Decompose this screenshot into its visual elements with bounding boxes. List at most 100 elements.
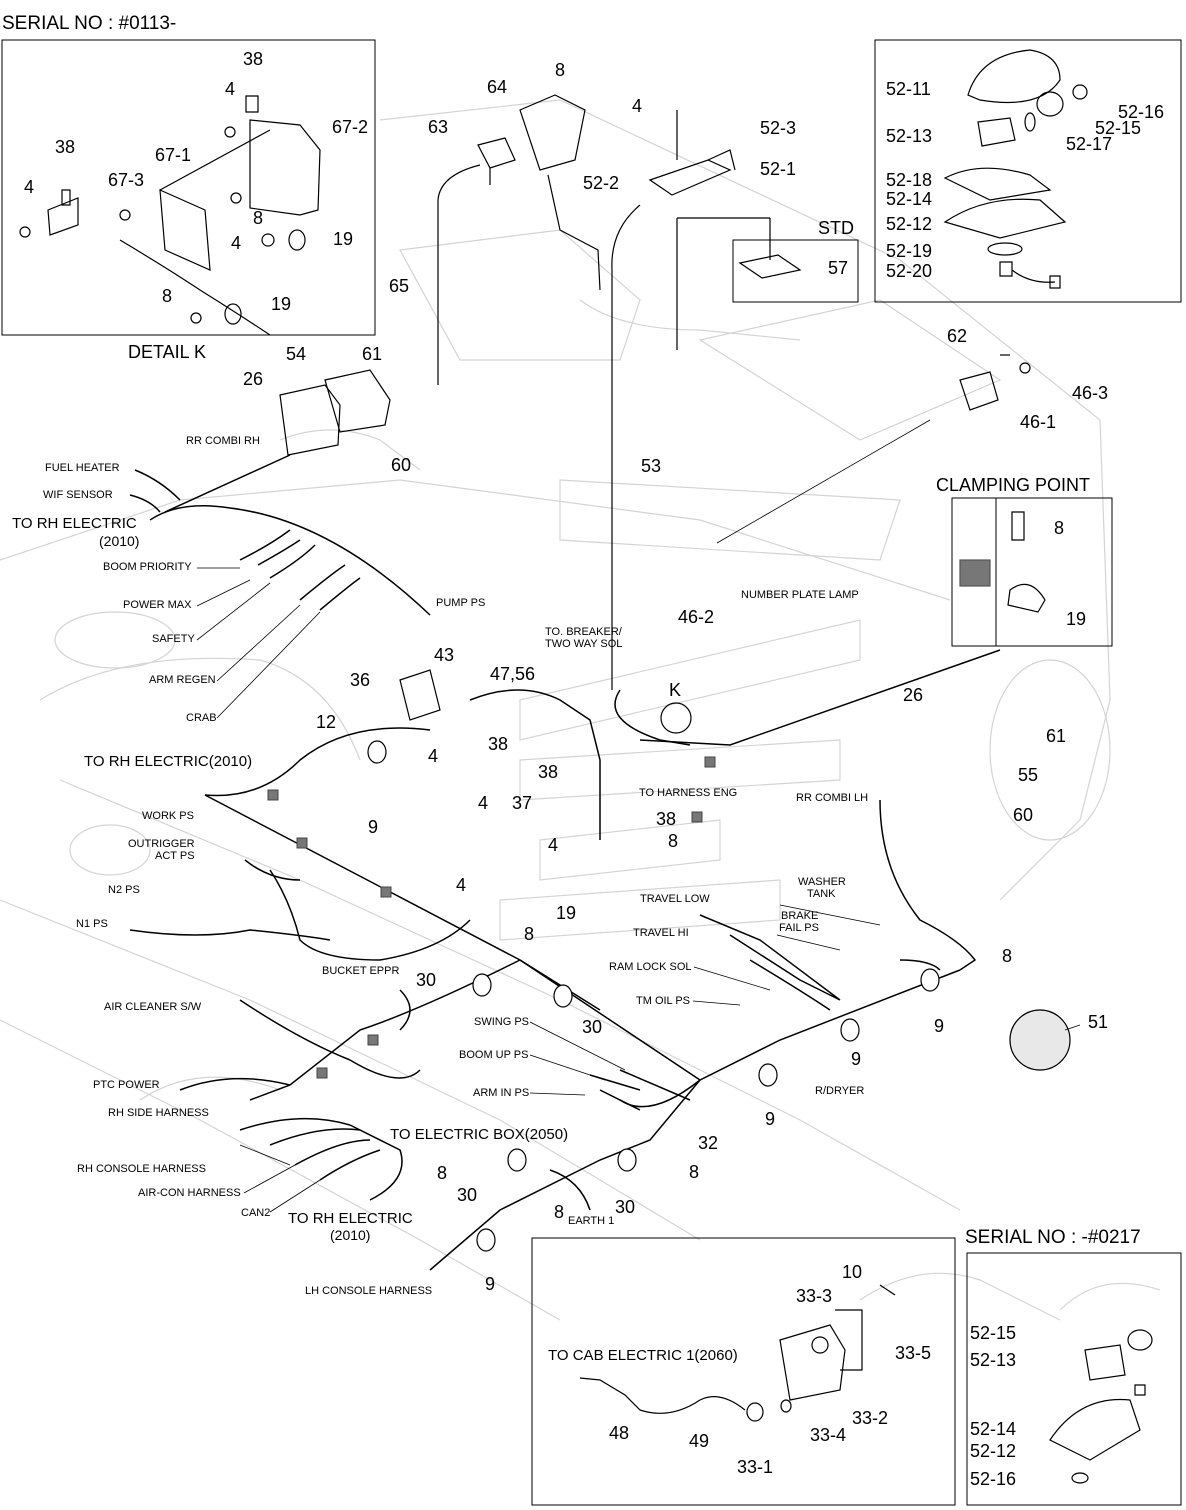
lamp-parts-box [874, 39, 1182, 303]
harness-label: TO. BREAKER/ [545, 626, 622, 638]
part-number: 19 [556, 903, 577, 923]
part-number: 12 [316, 712, 337, 732]
harness-label: TO RH ELECTRIC [288, 1210, 413, 1227]
harness-label: TO RH ELECTRIC(2010) [84, 753, 253, 770]
part-number: 52-14 [970, 1419, 1017, 1439]
part-number: 30 [416, 970, 437, 990]
part-number: 52-13 [886, 126, 933, 146]
harness-label: WIF SENSOR [43, 489, 113, 501]
panel-borders [1, 39, 1182, 1506]
harness-clamps [367, 669, 1071, 1252]
cab-drawing [579, 1284, 896, 1422]
part-number: 57 [828, 258, 849, 278]
part-number: 52-1 [760, 159, 797, 179]
part-number: 46-3 [1072, 383, 1109, 403]
harness-label: RR COMBI LH [796, 792, 869, 804]
part-number: 30 [615, 1197, 636, 1217]
part-number: 52-12 [886, 214, 933, 234]
harness-label: POWER MAX [123, 599, 192, 611]
part-number: 4 [548, 835, 559, 855]
part-number: 4 [231, 233, 242, 253]
harness-label: ACT PS [155, 850, 195, 862]
part-number: 52-16 [1118, 102, 1165, 122]
part-number: 60 [391, 455, 412, 475]
part-number: 8 [668, 831, 679, 851]
harness-label: ARM IN PS [473, 1087, 530, 1099]
harness-label: (2010) [99, 533, 140, 549]
harness-label: TO HARNESS ENG [639, 787, 738, 799]
part-number: 33-1 [737, 1457, 774, 1477]
part-number: 60 [1013, 805, 1034, 825]
clamp-marker [959, 559, 991, 587]
part-number: 26 [903, 685, 924, 705]
part-number: 8 [555, 60, 566, 80]
part-number: 4 [428, 746, 439, 766]
harness-label: TO ELECTRIC BOX(2050) [390, 1126, 569, 1143]
part-number: 52-18 [886, 170, 933, 190]
detail-k-label: DETAIL K [128, 342, 207, 362]
harness-label: ARM REGEN [149, 674, 216, 686]
part-number: 38 [488, 734, 509, 754]
part-number: 52-12 [970, 1441, 1017, 1461]
leader-lines [196, 419, 1081, 1213]
part-number: 67-2 [332, 117, 369, 137]
part-number: 47,56 [490, 664, 536, 684]
harness-label: TM OIL PS [636, 995, 690, 1007]
harness-label: RAM LOCK SOL [609, 961, 692, 973]
top-parts-drawing [279, 94, 1031, 690]
clamp-markers [267, 756, 716, 1079]
part-number: 52-14 [886, 189, 933, 209]
part-number: 8 [554, 1202, 565, 1222]
part-number: 26 [243, 369, 264, 389]
std-box [732, 239, 859, 303]
harness-label: LH CONSOLE HARNESS [305, 1285, 433, 1297]
harness-label: CAN2 [241, 1207, 271, 1219]
part-number: 52-16 [970, 1469, 1017, 1489]
harness-label: BOOM PRIORITY [103, 561, 192, 573]
harness-label: FAIL PS [779, 922, 819, 934]
part-number: 49 [689, 1431, 710, 1451]
part-number: 19 [1066, 609, 1087, 629]
harness-label: N2 PS [108, 884, 140, 896]
cab-detail-box [531, 1237, 956, 1506]
part-number: 61 [1046, 726, 1067, 746]
part-number: 33-5 [895, 1343, 932, 1363]
part-number: 38 [55, 137, 76, 157]
background-frame-sketch [0, 99, 1111, 1321]
part-number: 48 [609, 1423, 630, 1443]
part-number: K [669, 680, 682, 700]
part-number: 4 [478, 793, 489, 813]
serial-top-label: SERIAL NO : #0113- [2, 13, 177, 34]
clamping-point-box [951, 497, 1113, 647]
clamping-point-label: CLAMPING POINT [936, 475, 1091, 495]
clamping-drawing [959, 511, 1046, 613]
part-number: 9 [485, 1274, 496, 1294]
part-number: 51 [1088, 1012, 1109, 1032]
part-number: 9 [368, 817, 379, 837]
part-number: 46-2 [678, 607, 715, 627]
harness-label: RH SIDE HARNESS [108, 1107, 209, 1119]
part-number: 36 [350, 670, 371, 690]
harness-label: TRAVEL HI [633, 927, 689, 939]
harness-label: SWING PS [474, 1016, 530, 1028]
part-number: 52-11 [886, 79, 931, 99]
harness-label: PTC POWER [93, 1079, 160, 1091]
harness-label: WORK PS [142, 810, 194, 822]
part-number: 4 [24, 177, 35, 197]
part-number: 38 [656, 809, 677, 829]
harness-label: BOOM UP PS [459, 1049, 529, 1061]
part-number: 61 [362, 344, 383, 364]
detail-k-drawing [19, 95, 321, 336]
part-number: 4 [632, 96, 643, 116]
harness-label: AIR-CON HARNESS [138, 1187, 241, 1199]
part-number: 19 [333, 229, 354, 249]
part-number: 4 [225, 79, 236, 99]
part-number: 63 [428, 117, 449, 137]
part-number: 52-19 [886, 241, 933, 261]
harness-label: WASHER [798, 876, 846, 888]
lamp-drawing [943, 49, 1088, 289]
part-number: 9 [851, 1049, 862, 1069]
part-number: 64 [487, 77, 508, 97]
harness-label: BRAKE [781, 910, 819, 922]
